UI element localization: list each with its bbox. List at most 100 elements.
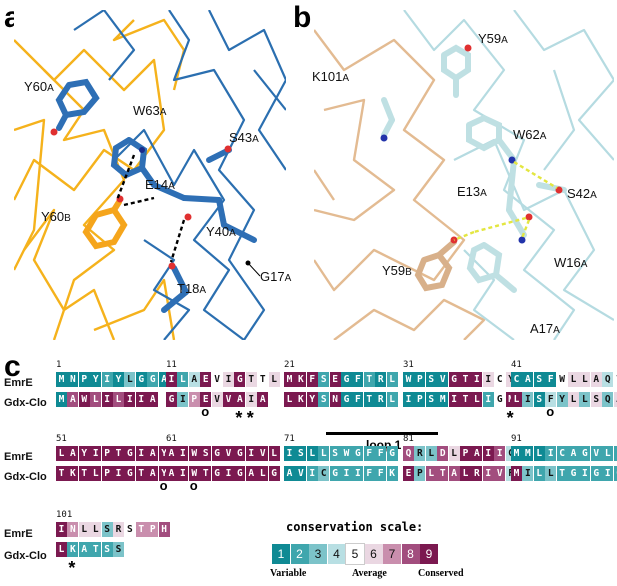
loop-1-bar [326, 432, 438, 435]
emre-residue: I [471, 372, 483, 387]
gdx-residue: K [67, 542, 79, 557]
gdx-residue: K [67, 466, 79, 481]
gdx-residue: E [403, 466, 414, 481]
gdx-residue: I [245, 392, 257, 407]
scale-cell-5: 5 [345, 543, 365, 565]
emre-residue: L [386, 372, 398, 387]
gdx-residue: A [613, 392, 617, 407]
gdx-residue: G [234, 466, 246, 481]
gdx-residue: V [211, 392, 223, 407]
emre-residue: S [101, 522, 113, 537]
emre-residue: M [511, 446, 522, 461]
gdx-residue: L [425, 466, 437, 481]
gdx-residue: S [113, 542, 124, 557]
gdx-residue: R [375, 392, 387, 407]
scale-cell-2: 2 [290, 544, 309, 564]
block-start-index: 41 [511, 360, 522, 370]
gdx-residue: V [494, 466, 506, 481]
emre-residue: G [448, 372, 460, 387]
gdx-residue: P [414, 392, 426, 407]
gdx-residue: L [579, 392, 591, 407]
label-y60a: Y60A [24, 79, 54, 94]
gdx-residue: E [200, 392, 212, 407]
emre-residue: R [375, 372, 387, 387]
emre-residue: V [223, 446, 234, 461]
block-start-index: 31 [403, 360, 414, 370]
gdx-residue: A [166, 466, 177, 481]
gdx-residue: L [460, 466, 471, 481]
gdx-residue: I [306, 466, 318, 481]
scale-cell-1: 1 [272, 544, 290, 564]
gdx-residue: T [78, 466, 90, 481]
gdx-residue: V [223, 392, 234, 407]
emre-residue: A [188, 372, 200, 387]
gdx-residue: A [147, 392, 159, 407]
emre-residue: P [101, 446, 113, 461]
emre-residue: G [147, 372, 159, 387]
emre-residue: C [494, 372, 506, 387]
emre-residue: L [602, 446, 614, 461]
emre-residue: P [78, 372, 90, 387]
gdx-residue: K [386, 466, 398, 481]
emre-residue: Q [403, 446, 414, 461]
gdx-residue: L [386, 392, 398, 407]
gdx-residue: A [245, 466, 257, 481]
panel-b-ribbon-drawing [314, 10, 614, 340]
emre-residue: W [188, 446, 200, 461]
gdx-residue: T [135, 466, 147, 481]
block-start-index: 61 [166, 434, 177, 444]
gdx-residue: G [166, 392, 177, 407]
emre-residue: A [147, 446, 159, 461]
gdx-residue: L [90, 466, 102, 481]
gdx-residue: N [329, 392, 341, 407]
emre-residue: F [363, 446, 375, 461]
emre-residue: T [135, 522, 147, 537]
label-y40a: Y40A [206, 224, 236, 239]
gdx-residue: G [341, 392, 352, 407]
gdx-residue: I [602, 466, 614, 481]
emre-residue: V [437, 372, 449, 387]
emre-residue: N [67, 522, 79, 537]
label-k101a: K101A [312, 69, 350, 84]
emre-residue: G [234, 372, 246, 387]
gdx-residue: L [568, 392, 579, 407]
gdx-residue: F [352, 392, 364, 407]
emre-residue: A [166, 446, 177, 461]
emre-residue: C [556, 446, 568, 461]
emre-residue: E [200, 372, 212, 387]
emre-residue: W [403, 372, 414, 387]
gdx-residue: T [363, 392, 375, 407]
emre-residue: L [90, 522, 102, 537]
emre-residue: W [341, 446, 352, 461]
circle-mark: o [159, 478, 168, 493]
emre-residue: V [590, 446, 602, 461]
block-start-index: 11 [166, 360, 177, 370]
emre-residue: G [234, 446, 246, 461]
emre-residue: V [257, 446, 269, 461]
emre-residue: I [613, 446, 617, 461]
emre-residue: F [375, 446, 387, 461]
gdx-residue: Y [158, 466, 170, 481]
panel-letter-c: c [4, 350, 21, 383]
emre-residue: S [425, 372, 437, 387]
emre-residue: L [425, 446, 437, 461]
emre-residue: G [341, 372, 352, 387]
emre-residue: P [460, 446, 471, 461]
block-start-index: 91 [511, 434, 522, 444]
gdx-residue: M [511, 466, 522, 481]
emre-residue: F [352, 372, 364, 387]
scale-cell-8: 8 [401, 544, 420, 564]
gdx-residue: W [78, 392, 90, 407]
gdx-residue: L [284, 392, 295, 407]
gdx-residue: I [177, 466, 189, 481]
panel-letter-b: b [293, 1, 312, 34]
emre-residue: R [113, 522, 124, 537]
gdx-residue: I [113, 466, 124, 481]
scale-cell-6: 6 [364, 544, 383, 564]
gdx-residue: A [147, 466, 159, 481]
label-s43a: S43A [229, 130, 259, 145]
gdx-residue: L [545, 466, 557, 481]
gdx-residue: I [579, 466, 591, 481]
gdx-residue: L [56, 542, 67, 557]
emre-residue: W [556, 372, 568, 387]
